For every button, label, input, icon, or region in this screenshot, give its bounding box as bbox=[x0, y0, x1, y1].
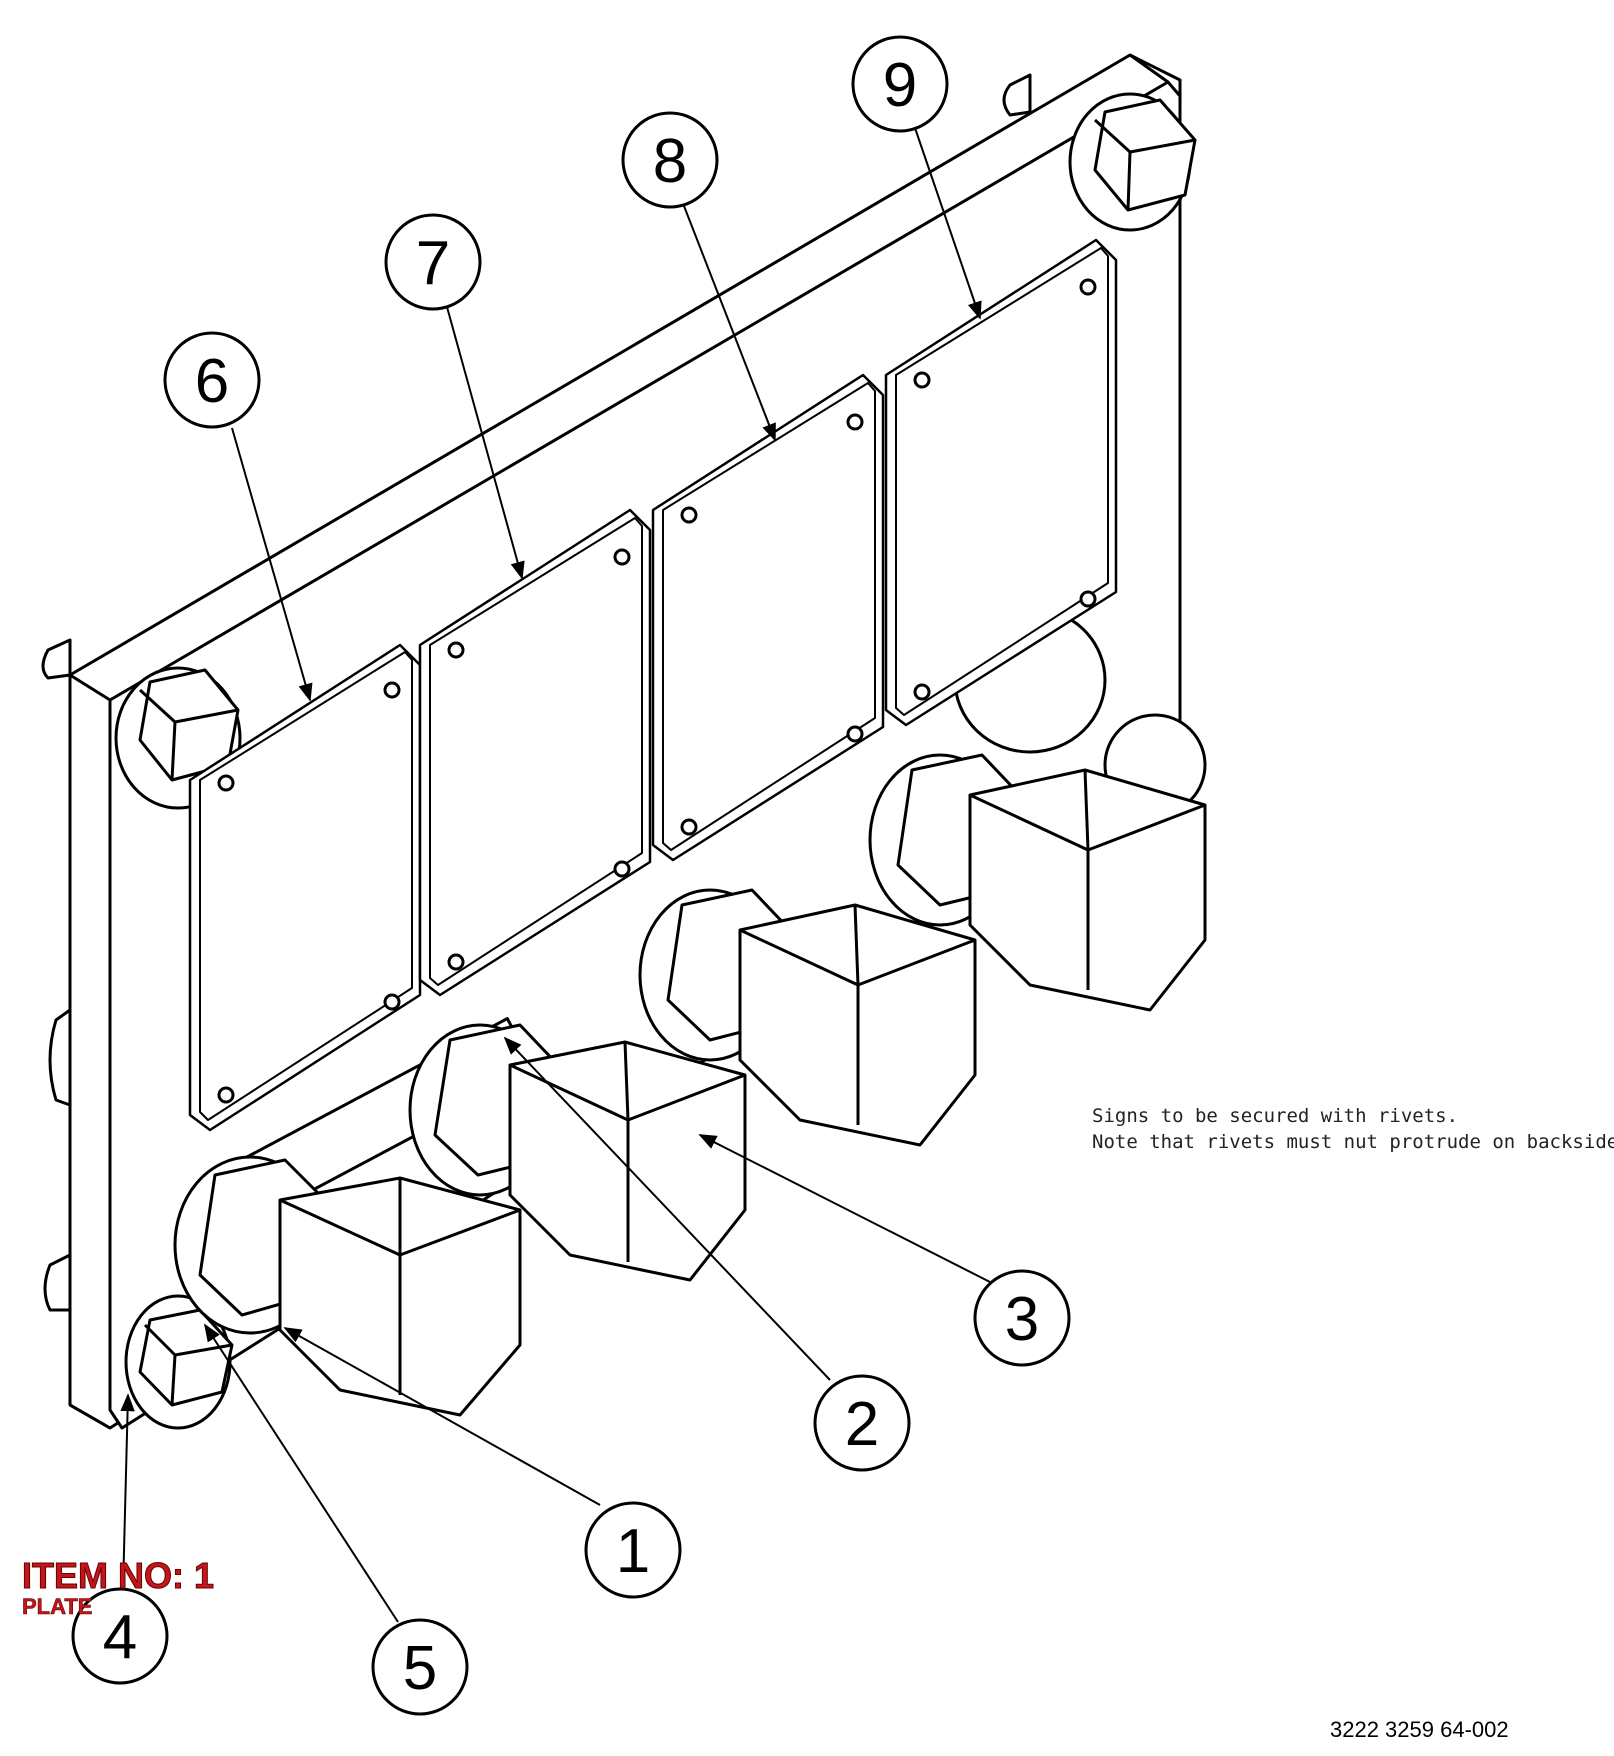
svg-text:3: 3 bbox=[1005, 1285, 1039, 1354]
leader-9 bbox=[914, 127, 982, 320]
cable-gland-4 bbox=[868, 606, 1207, 1012]
balloon-5: 5 bbox=[371, 1618, 469, 1716]
corner-bolt-top-right bbox=[1068, 92, 1197, 232]
leader-4 bbox=[120, 1393, 135, 1591]
item-stamp-subtitle: PLATE bbox=[22, 1594, 92, 1619]
assembly-note: Signs to be secured with rivets. Note th… bbox=[1092, 1105, 1614, 1153]
balloon-7: 7 bbox=[384, 213, 482, 311]
leader-3 bbox=[698, 1134, 991, 1283]
balloon-9: 9 bbox=[851, 35, 949, 133]
item-stamp-title: ITEM NO: 1 bbox=[22, 1555, 214, 1596]
cable-gland-3 bbox=[638, 888, 977, 1147]
svg-text:1: 1 bbox=[616, 1517, 650, 1586]
svg-text:7: 7 bbox=[416, 229, 450, 298]
corner-bolt-bottom-left bbox=[124, 1294, 234, 1430]
sign-8 bbox=[651, 373, 885, 862]
balloon-8: 8 bbox=[621, 111, 719, 209]
leader-2 bbox=[503, 1036, 831, 1381]
leader-1 bbox=[283, 1327, 601, 1506]
backside-studs bbox=[41, 73, 1032, 1312]
note-line-2: Note that rivets must nut protrude on ba… bbox=[1092, 1131, 1614, 1153]
svg-text:4: 4 bbox=[103, 1603, 137, 1672]
balloon-2: 2 bbox=[813, 1374, 911, 1472]
svg-text:8: 8 bbox=[653, 127, 687, 196]
leader-6 bbox=[231, 427, 313, 702]
leader-lines bbox=[120, 127, 991, 1623]
balloon-6: 6 bbox=[163, 331, 261, 429]
sign-6 bbox=[188, 643, 422, 1132]
svg-text:5: 5 bbox=[403, 1634, 437, 1703]
leader-8 bbox=[683, 205, 776, 442]
svg-text:9: 9 bbox=[883, 51, 917, 120]
note-line-1: Signs to be secured with rivets. bbox=[1092, 1105, 1458, 1127]
leader-5 bbox=[204, 1323, 399, 1623]
item-stamp: ITEM NO: 1 PLATE bbox=[22, 1555, 215, 1620]
leader-7 bbox=[446, 306, 525, 580]
balloon-1: 1 bbox=[584, 1501, 682, 1599]
cable-gland-1 bbox=[173, 1017, 537, 1417]
sign-7 bbox=[418, 508, 652, 997]
balloon-3: 3 bbox=[973, 1269, 1071, 1367]
svg-text:6: 6 bbox=[195, 347, 229, 416]
balloons: 1 2 3 4 5 6 7 8 9 bbox=[71, 35, 1071, 1716]
document-number: 3222 3259 64-002 bbox=[1330, 1717, 1509, 1742]
sign-9 bbox=[884, 238, 1118, 727]
svg-text:2: 2 bbox=[845, 1390, 879, 1459]
balloon-4: 4 bbox=[71, 1587, 169, 1685]
